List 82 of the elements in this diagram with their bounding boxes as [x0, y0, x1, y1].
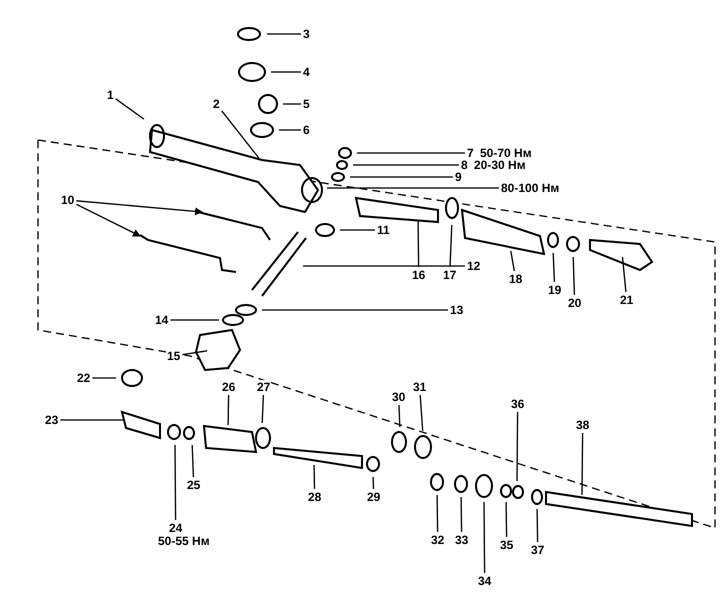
leader-line — [327, 187, 499, 189]
callout-number: 19 — [547, 283, 562, 297]
leader-line — [174, 445, 176, 520]
callout-number: 38 — [575, 418, 590, 432]
leader-line — [262, 309, 448, 311]
leader-line — [221, 110, 260, 158]
callout-number: 32 — [430, 533, 446, 547]
leader-line — [227, 394, 230, 426]
callout-number: 31 — [412, 380, 428, 394]
leader-line — [267, 33, 301, 35]
leader-line — [271, 71, 301, 73]
leader-line — [572, 256, 576, 296]
callout-number: 18 — [508, 272, 524, 286]
leader-line — [357, 152, 465, 154]
callout-number: 30 — [391, 390, 406, 404]
callout-number: 27 — [256, 380, 272, 394]
leader-line — [340, 229, 375, 231]
callout-number: 6 — [302, 123, 311, 137]
leader-line — [505, 502, 508, 537]
callout-number: 2 — [212, 97, 221, 111]
callout-number: 15 — [166, 349, 182, 363]
leader-line — [536, 509, 538, 542]
leader-line — [279, 129, 301, 131]
callout-number: 7 — [466, 146, 475, 160]
arrow — [76, 204, 141, 237]
callout-number: 33 — [454, 533, 470, 547]
leader-line — [350, 176, 453, 178]
callout-number: 24 — [168, 521, 184, 535]
leader-line — [516, 412, 518, 481]
callout-number: 16 — [411, 268, 426, 282]
callout-number: 12 — [466, 259, 482, 273]
callout-number: 13 — [449, 303, 464, 317]
callout-number: 26 — [221, 380, 236, 394]
leader-line — [262, 394, 264, 424]
leader-line — [192, 444, 194, 478]
torque-value: 50-70 Нм — [480, 146, 532, 160]
leader-line — [182, 350, 208, 356]
torque-value: 20-30 Нм — [474, 158, 526, 172]
callout-number: 29 — [366, 490, 382, 504]
leader-line — [436, 495, 438, 532]
callout-number: 25 — [186, 478, 202, 492]
callout-number: 36 — [510, 397, 526, 411]
leader-line — [353, 164, 459, 166]
callout-number: 17 — [442, 268, 458, 282]
leader-line — [483, 502, 486, 573]
leader-line — [398, 404, 400, 428]
leader-line — [622, 256, 627, 292]
leader-line — [510, 250, 515, 272]
leader-line — [303, 265, 465, 267]
leader-line — [115, 98, 144, 120]
callout-number: 1 — [106, 88, 115, 102]
leader-line — [417, 221, 420, 267]
torque-value: 50-55 Нм — [158, 534, 210, 548]
leader-line — [581, 433, 584, 495]
callout-number: 22 — [76, 371, 92, 385]
leader-line — [92, 377, 116, 379]
callout-number: 8 — [460, 158, 469, 172]
leader-line — [420, 394, 424, 432]
callout-number: 10 — [60, 193, 76, 207]
leader-line — [170, 319, 219, 321]
callout-number: 35 — [499, 538, 514, 552]
leader-line — [449, 224, 452, 268]
callout-number: 4 — [302, 65, 311, 79]
callout-number: 28 — [307, 490, 322, 504]
leader-line — [460, 497, 462, 532]
callout-number: 5 — [302, 97, 311, 111]
callout-number: 20 — [567, 296, 582, 310]
callout-number: 9 — [454, 170, 463, 184]
leader-line — [313, 464, 316, 490]
callout-number: 34 — [477, 574, 492, 588]
callout-number: 11 — [376, 223, 391, 237]
callout-number: 21 — [619, 293, 634, 307]
leader-line — [283, 103, 301, 105]
callout-number: 37 — [530, 543, 546, 557]
callout-number: 14 — [154, 313, 170, 327]
callout-number: 23 — [44, 413, 60, 427]
leader-line — [372, 476, 374, 490]
torque-value: 80-100 Нм — [500, 181, 560, 195]
leader-line — [60, 419, 123, 421]
leader-line — [552, 252, 556, 282]
callout-number: 3 — [302, 27, 311, 41]
arrow — [76, 200, 203, 216]
